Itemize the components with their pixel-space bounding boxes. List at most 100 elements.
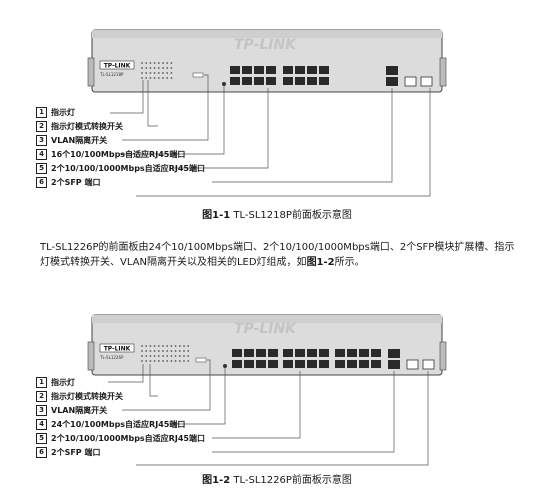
switch-top-strip [92,315,442,323]
led-dot [170,72,173,74]
model-text: TL-SL1218P [99,72,124,77]
sfp-port [420,76,433,87]
led-dot [166,355,169,357]
led-dot [149,360,152,362]
rj45-port [256,349,266,357]
rj45-port [319,349,329,357]
led-dot [153,345,156,347]
switch-diagram-1: TP-LINK TP-LINK TL-SL1218P [87,29,447,197]
rj45-port [347,360,357,368]
led-dot [170,77,173,79]
led-dot [145,67,148,69]
rj45-port [242,66,252,74]
led-dot [149,67,152,69]
led-dot [145,350,148,352]
led-dot [153,62,156,64]
rj45-ports-16 [230,66,329,85]
rj45-port [295,349,305,357]
led-dot [162,350,164,352]
led-dot [170,360,173,362]
led-mode-switch [192,72,204,78]
rj45-port [307,360,317,368]
rj45-port [244,360,254,368]
led-dot [162,77,164,79]
gigabit-port [388,360,400,369]
led-dot [187,350,190,352]
rj45-ports-24 [232,349,381,368]
led-dot [141,350,143,352]
rj45-port [256,360,266,368]
brand-badge: TP-LINK [104,63,131,70]
rj45-port [295,66,305,74]
rj45-port [295,77,305,85]
led-dot [178,355,181,357]
rack-ear-left [87,341,95,371]
led-dot [149,345,152,347]
rj45-port [230,77,240,85]
rj45-port [307,77,317,85]
led-dot [187,355,190,357]
led-dot [170,350,173,352]
led-dot [157,355,160,357]
figure-1-caption: 图1-1 TL-SL1218P前面板示意图 [202,210,352,221]
switch-top-strip [92,30,442,38]
led-dot [157,77,160,79]
led-dot [141,77,143,79]
led-dot [141,345,143,347]
led-dot [162,72,164,74]
rj45-port [319,77,329,85]
rj45-port [347,349,357,357]
led-dot [166,77,169,79]
brand-watermark: TP-LINK [234,321,297,337]
rj45-port [335,349,345,357]
switch-diagram-2: TP-LINK TP-LINK TL-SL1226P [87,314,447,466]
led-dot [178,350,181,352]
body-paragraph: TL-SL1226P的前面板由24个10/100Mbps端口、2个10/100/… [40,242,515,268]
led-dot [141,72,143,74]
brand-badge-box [99,343,135,353]
led-dot [174,345,177,347]
rj45-port [232,360,242,368]
led-dot [145,77,148,79]
gigabit-port [388,349,400,358]
vlan-switch [222,82,226,86]
led-dot [166,62,169,64]
led-dot [141,360,143,362]
led-dot [145,72,148,74]
led-dot [174,350,177,352]
leader-lines [108,359,429,466]
led-dot [170,67,173,69]
vlan-switch [223,364,227,368]
rj45-port [266,77,276,85]
rj45-port [295,360,305,368]
led-dot [187,345,190,347]
led-dot [174,360,177,362]
rack-ear-left [87,57,95,87]
brand-watermark: TP-LINK [234,37,297,53]
led-dot [166,72,169,74]
led-dot [149,77,152,79]
rj45-port [359,349,369,357]
sfp-port [422,359,435,370]
led-mode-switch [195,357,207,363]
led-dot [157,72,160,74]
led-indicator-group [141,62,173,79]
led-dot [166,67,169,69]
led-dot [170,62,173,64]
led-indicator-group [141,345,190,362]
rj45-port [283,77,293,85]
gigabit-port [386,77,398,86]
led-dot [162,355,164,357]
rj45-port [266,66,276,74]
led-dot [183,360,185,362]
rj45-port [232,349,242,357]
led-dot [162,360,164,362]
rj45-port [268,349,278,357]
led-dot [141,355,143,357]
rj45-port [268,360,278,368]
